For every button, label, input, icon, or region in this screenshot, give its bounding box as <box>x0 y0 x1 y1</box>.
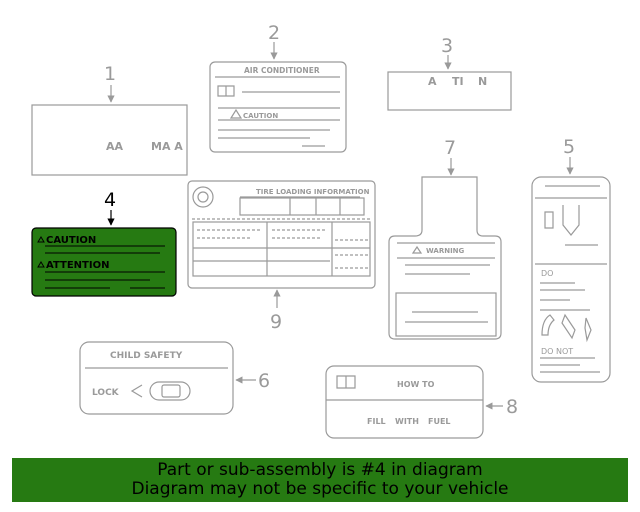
label4-attention-text: ATTENTION <box>46 260 109 271</box>
label-8-fuel[interactable] <box>325 365 503 439</box>
lock-switch-icon <box>149 381 191 401</box>
label3-text-b: TI <box>452 75 464 88</box>
label8-sub-c: FUEL <box>428 417 451 426</box>
tire-icon-inner <box>197 191 209 203</box>
callout-4: 4 <box>104 189 116 211</box>
caution-triangle-icon-4a <box>37 236 45 243</box>
hose-icon-b <box>561 313 576 340</box>
label9-title: TIRE LOADING INFORMATION <box>256 188 370 196</box>
banner-line-2: Diagram may not be specific to your vehi… <box>131 479 509 499</box>
callout-7: 7 <box>444 137 456 159</box>
callout-3: 3 <box>441 35 453 57</box>
label6-title: CHILD SAFETY <box>110 351 183 361</box>
label-2-air-conditioner[interactable] <box>209 42 347 153</box>
label-5-tall[interactable] <box>531 157 611 383</box>
label2-caution: CAUTION <box>243 112 278 120</box>
caution-triangle-icon <box>229 108 243 119</box>
label2-title: AIR CONDITIONER <box>244 66 320 75</box>
arrow-left-icon <box>130 384 143 398</box>
label7-warning: WARNING <box>426 247 465 255</box>
info-banner: Part or sub-assembly is #4 in diagram Di… <box>12 458 628 502</box>
callout-8: 8 <box>506 396 518 418</box>
label3-text-c: N <box>478 75 487 88</box>
battery-icon <box>544 211 554 229</box>
manual-book-icon <box>217 85 235 97</box>
probe-icon <box>562 205 580 236</box>
label-3[interactable] <box>387 55 512 111</box>
label-9-tire-loading[interactable] <box>187 180 376 308</box>
label8-title: HOW TO <box>397 380 435 389</box>
label-1[interactable] <box>31 85 188 176</box>
label-7-warning[interactable] <box>388 158 502 340</box>
label4-caution-text: CAUTION <box>46 235 96 246</box>
label8-sub-a: FILL <box>367 417 386 426</box>
label1-text-a: AA <box>106 140 124 153</box>
tire-icon-outer <box>192 186 214 208</box>
label-6-child-safety[interactable] <box>79 341 256 415</box>
caution-triangle-icon-4b <box>37 261 45 268</box>
label8-sub-b: WITH <box>395 417 419 426</box>
hose-icon-a <box>541 314 555 336</box>
banner-line-1: Part or sub-assembly is #4 in diagram <box>157 460 483 480</box>
hose-icon-c <box>584 317 592 343</box>
label1-text-b: MA A <box>151 140 183 153</box>
warning-triangle-icon <box>411 245 423 254</box>
label5-do: DO <box>541 269 553 278</box>
callout-6: 6 <box>258 370 270 392</box>
callout-2: 2 <box>268 22 280 44</box>
callout-5: 5 <box>563 136 575 158</box>
manual-book-icon-2 <box>336 375 356 389</box>
callout-1: 1 <box>104 63 116 85</box>
label-4-caution-attention[interactable]: CAUTION ATTENTION <box>31 210 177 297</box>
callout-9: 9 <box>270 311 282 333</box>
label6-lock: LOCK <box>92 388 120 398</box>
label3-text-a: A <box>428 75 437 88</box>
label5-do-not: DO NOT <box>541 347 573 356</box>
parts-diagram: CAUTION ATTENTION 1 2 3 5 6 7 8 9 AA MA … <box>31 22 611 439</box>
